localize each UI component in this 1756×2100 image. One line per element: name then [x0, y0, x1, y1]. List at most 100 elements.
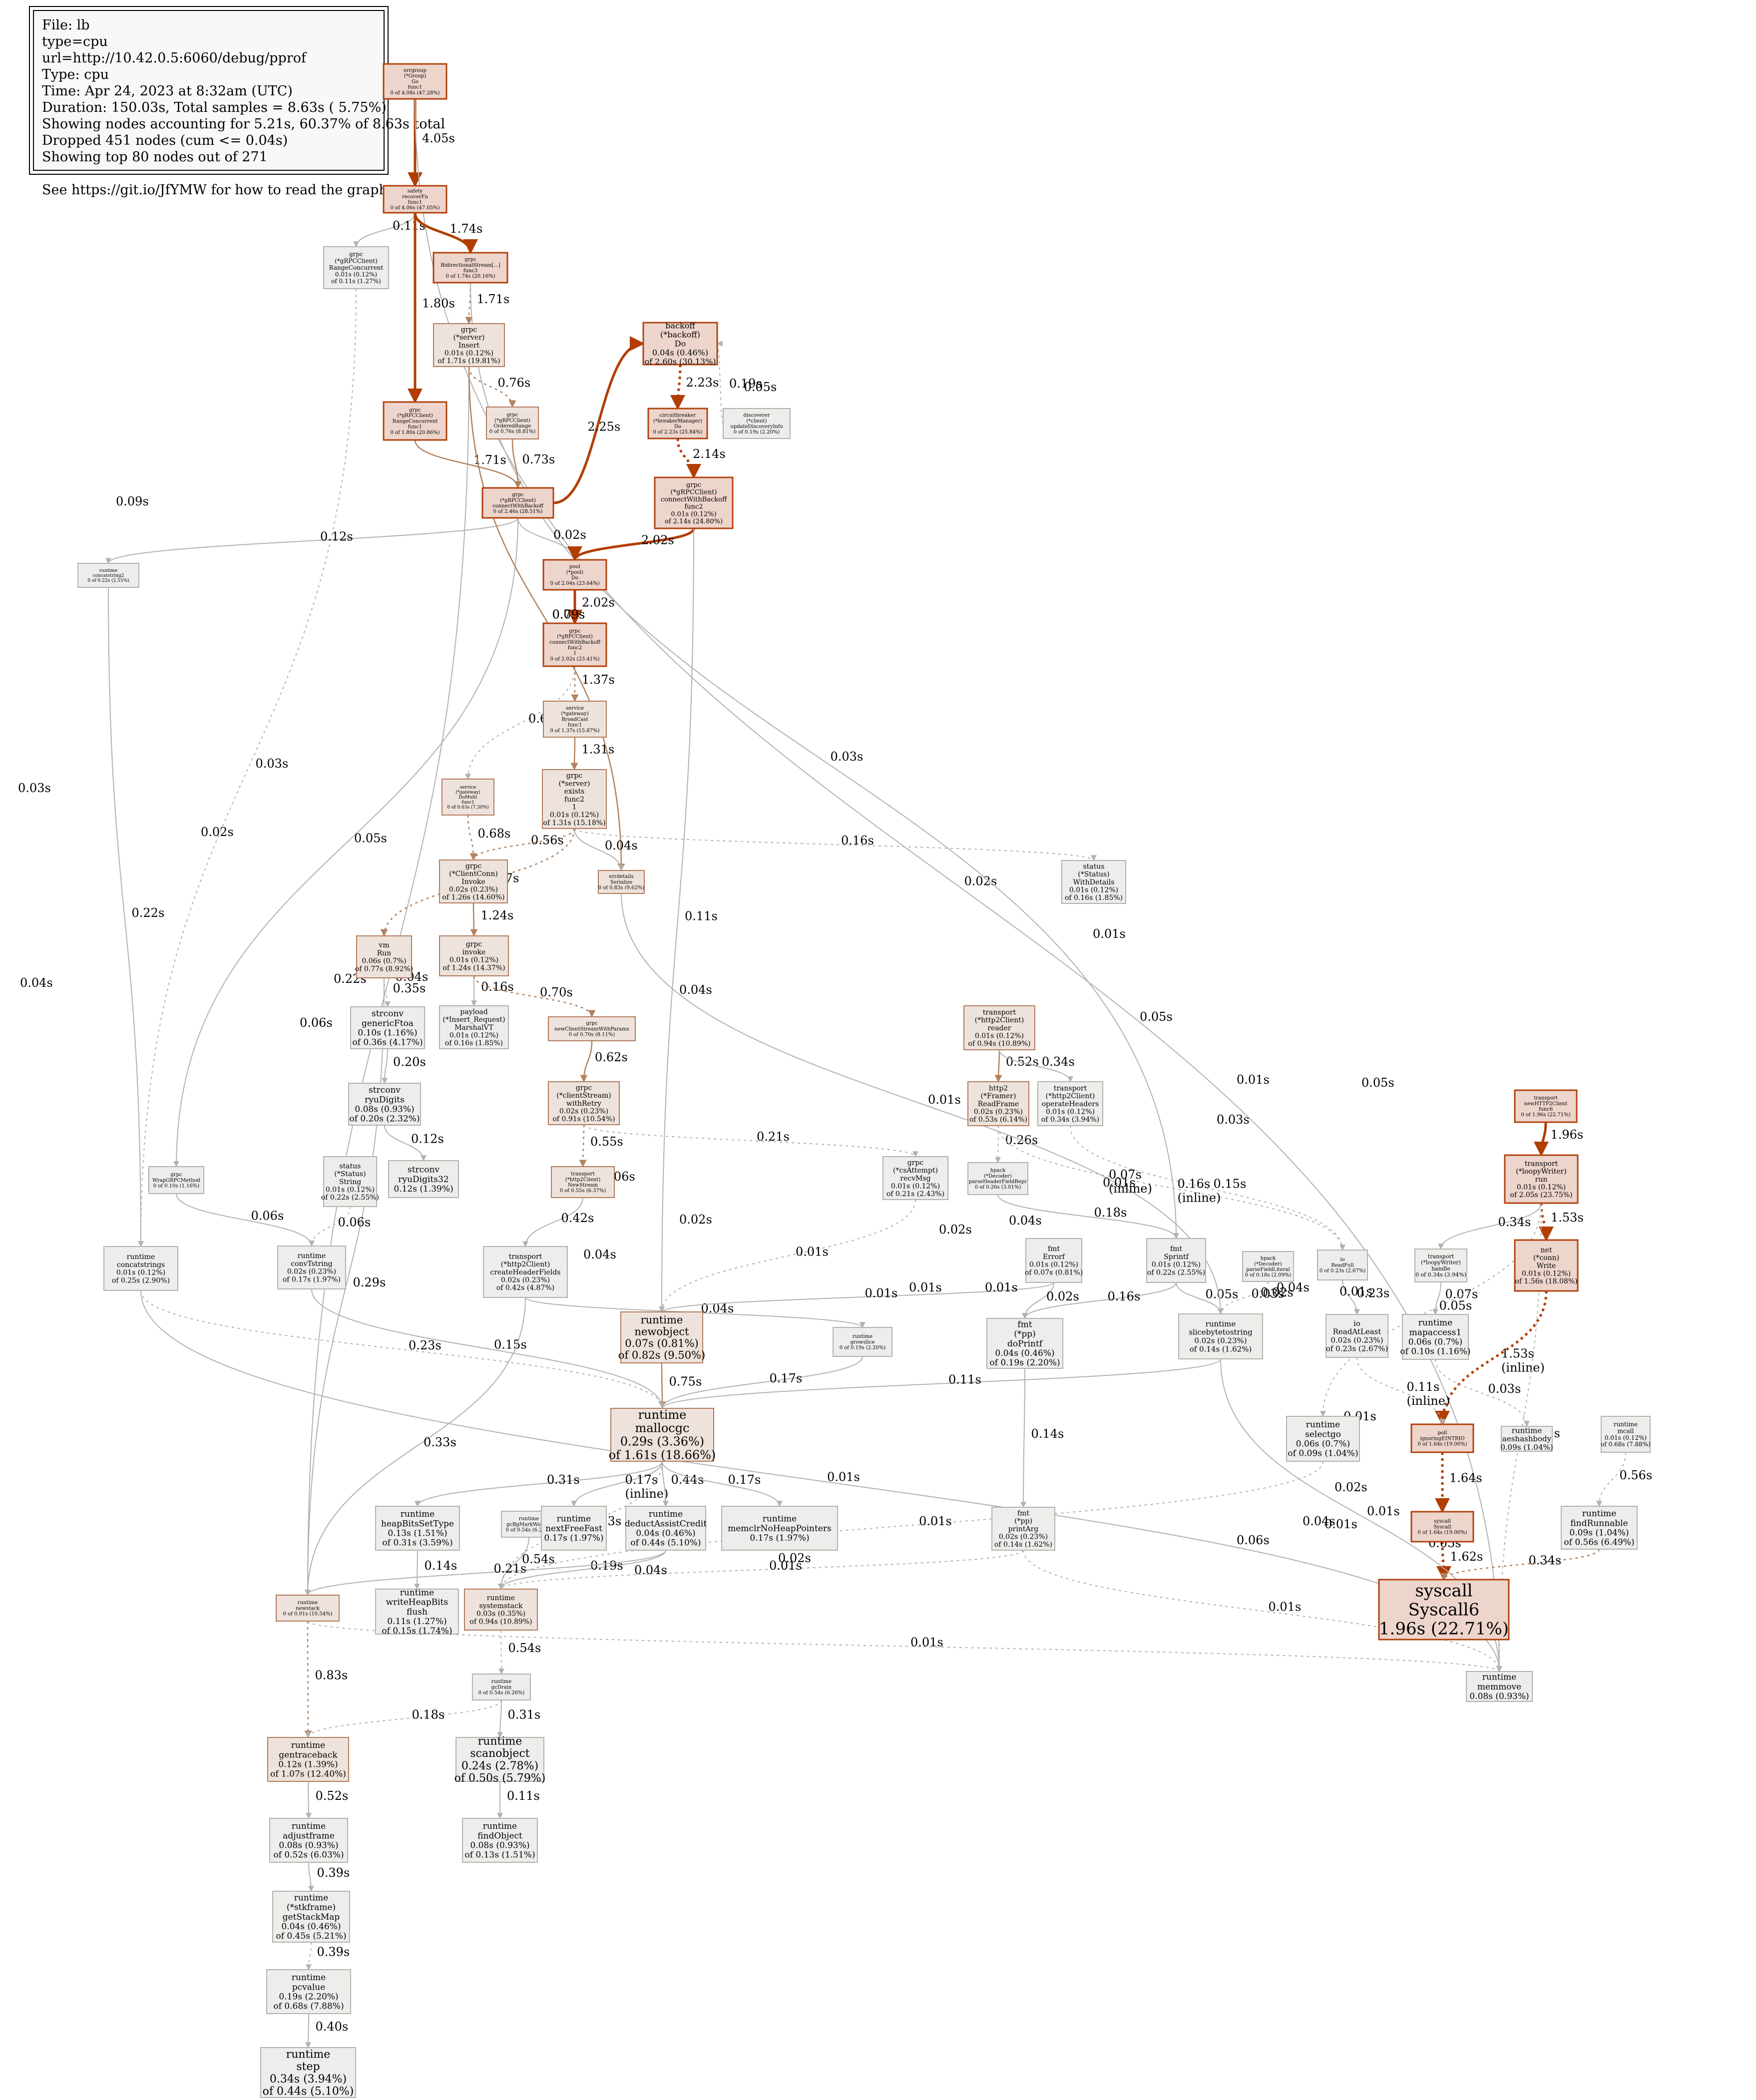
- node-createheader[interactable]: transport(*http2Client)createHeaderField…: [483, 1246, 568, 1298]
- edge-label: 0.79s: [552, 608, 585, 622]
- edge-label: 0.34s: [1498, 1215, 1531, 1229]
- edge-label: 0.56s: [531, 834, 564, 847]
- edge-looprun-to-netwrite: [1538, 1203, 1554, 1242]
- edge-label: 0.75s: [669, 1375, 702, 1389]
- node-box: [642, 322, 718, 366]
- edge-newstream-to-createheader: [522, 1197, 583, 1248]
- node-box: [269, 1818, 348, 1863]
- edge-label: 1.53s(inline): [1501, 1347, 1545, 1375]
- edge-operateheaders-to-readfull: [1070, 1125, 1345, 1251]
- node-box: [1561, 1506, 1638, 1550]
- legend-help-link[interactable]: See https://git.io/JfYMW for how to read…: [42, 182, 388, 198]
- node-box: [323, 1156, 377, 1207]
- edge-label: 0.02s: [964, 874, 997, 888]
- edge-label: 0.06s: [338, 1216, 371, 1230]
